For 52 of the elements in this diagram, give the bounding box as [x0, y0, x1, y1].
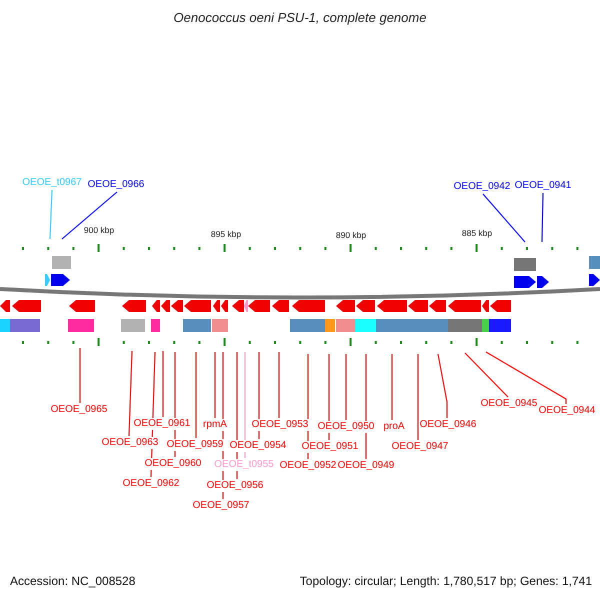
leader-line	[258, 352, 260, 439]
gene-label: OEOE_0950	[316, 421, 376, 433]
leader-line	[214, 352, 216, 418]
gene-label: OEOE_0965	[50, 404, 108, 416]
leader-line	[195, 352, 197, 438]
scale-label: 885 kbp	[462, 228, 492, 238]
gene-label: OEOE_0957	[192, 500, 250, 512]
gene-label: OEOE_0960	[144, 458, 202, 470]
gene-label: OEOE_0962	[122, 478, 180, 490]
gene-label: OEOE_0942	[452, 181, 512, 193]
gene-label: OEOE_0956	[206, 480, 264, 492]
leader-line	[244, 352, 246, 458]
leader-line	[464, 352, 508, 398]
gene-label: OEOE_0963	[100, 437, 160, 449]
gene-label: OEOE_0952	[278, 460, 338, 472]
gene-label: rpmA	[202, 419, 228, 431]
leader-line	[365, 354, 367, 459]
gene-label: OEOE_0953	[250, 419, 310, 431]
gene-label: OEOE_0947	[390, 441, 450, 453]
leader-line	[128, 350, 133, 436]
gene-label: OEOE_0966	[86, 179, 146, 191]
leader-line	[49, 190, 53, 240]
gene-label: OEOE_0949	[336, 460, 396, 472]
leader-line	[345, 354, 347, 420]
leader-line	[62, 192, 118, 240]
accession-text: Accession: NC_008528	[10, 574, 136, 588]
gene-label: OEOE_0941	[514, 180, 572, 192]
gene-label: OEOE_0959	[166, 439, 224, 451]
gene-label: OEOE_0961	[132, 418, 192, 430]
leader-line	[162, 351, 164, 417]
gene-label: OEOE_t0955	[213, 459, 275, 471]
scale-label: 895 kbp	[210, 229, 242, 239]
leader-line	[79, 348, 81, 403]
scale-label: 900 kbp	[84, 225, 114, 235]
scale-label: 890 kbp	[336, 230, 366, 240]
gene-label: OEOE_0944	[538, 405, 596, 417]
gene-label: OEOE_t0967	[21, 177, 83, 189]
title: Oenococcus oeni PSU-1, complete genome	[172, 10, 428, 25]
leader-line	[417, 354, 419, 440]
gene-label: OEOE_0946	[418, 419, 478, 431]
gene-label: OEOE_0945	[480, 398, 538, 410]
leader-line	[486, 352, 567, 404]
gene-label: OEOE_0954	[228, 440, 288, 452]
leader-line	[278, 352, 280, 418]
gene-label: proA	[382, 421, 406, 433]
leader-line	[541, 192, 544, 242]
leader-line	[437, 354, 448, 418]
leader-line	[328, 354, 330, 440]
leader-line	[482, 194, 526, 242]
gene-label: OEOE_0951	[300, 441, 360, 453]
genome-summary-text: Topology: circular; Length: 1,780,517 bp; Genes: 1,741	[300, 574, 592, 588]
leader-line	[391, 354, 393, 420]
